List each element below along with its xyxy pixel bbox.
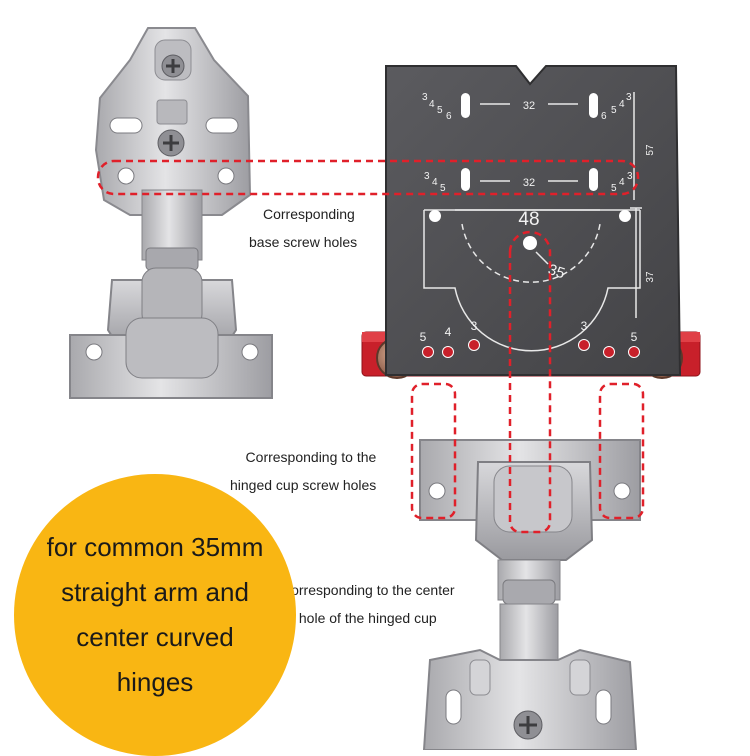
callout-center-line-2: hole of the hinged cup xyxy=(298,610,437,626)
cup-screw-hole-left xyxy=(428,482,446,500)
jig-scale-top-left-0: 3 xyxy=(422,92,428,103)
jig-scale-top-right-0: 6 xyxy=(601,111,607,122)
jig-hole-label-left-2: 3 xyxy=(471,319,478,333)
callout-cup-line-1: Corresponding to the xyxy=(245,449,377,465)
jig-hole-label-left-0: 5 xyxy=(420,330,427,344)
base-screw-hole-left xyxy=(117,167,135,185)
callout-center-line-1: Corresponding to the center xyxy=(281,582,455,598)
jig-scale-middle-right-2: 3 xyxy=(627,171,633,182)
jig-scale-top-left-3: 6 xyxy=(446,111,452,122)
badge-line-4: hinges xyxy=(116,667,194,697)
jig-hole-label-right-1: 5 xyxy=(631,330,638,344)
cup-hole-left-guide xyxy=(410,382,457,520)
jig-hole-label-left-1: 4 xyxy=(445,325,452,339)
callout-base-line-1: Corresponding xyxy=(263,206,355,222)
center-hole-guide xyxy=(508,230,552,534)
hinge-bottom-right xyxy=(419,439,641,750)
jig-middle-spacing-label: 32 xyxy=(523,177,535,189)
compatibility-badge: for common 35mm straight arm and center … xyxy=(14,474,296,756)
callout-cup-line-2: hinged cup screw holes xyxy=(230,477,377,493)
jig-plate xyxy=(385,65,682,376)
jig-scale-middle-left-0: 3 xyxy=(424,171,430,182)
hinge-top-left xyxy=(69,27,273,399)
jig-scale-top-left-2: 5 xyxy=(437,105,443,116)
drilling-jig: 32 32 48 35 57 37 3 4 5 6 6 5 4 3 3 4 5 … xyxy=(361,65,701,379)
jig-scale-middle-left-1: 4 xyxy=(432,177,438,188)
jig-scale-middle-right-0: 5 xyxy=(611,183,617,194)
jig-scale-middle-right-1: 4 xyxy=(619,177,625,188)
jig-scale-top-right-2: 4 xyxy=(619,99,625,110)
callout-base-line-2: base screw holes xyxy=(249,234,358,250)
badge-line-1: for common 35mm xyxy=(46,532,264,562)
cup-hole-right-guide xyxy=(598,382,645,520)
jig-scale-middle-left-2: 5 xyxy=(440,183,446,194)
jig-scale-top-right-3: 3 xyxy=(626,92,632,103)
base-screw-hole-right xyxy=(217,167,235,185)
cup-screw-hole-right xyxy=(613,482,631,500)
jig-center-hole xyxy=(523,236,537,250)
jig-depth-top-label: 57 xyxy=(645,144,656,156)
badge-line-3: center curved xyxy=(76,622,234,652)
jig-depth-bottom-label: 37 xyxy=(645,271,656,283)
badge-line-2: straight arm and xyxy=(61,577,249,607)
base-holes-guide xyxy=(96,159,640,196)
callout-cup-center-hole: Corresponding to the center hole of the … xyxy=(281,576,455,632)
jig-hole-label-right-0: 3 xyxy=(581,319,588,333)
callout-cup-screw-holes: Corresponding to the hinged cup screw ho… xyxy=(230,443,376,499)
jig-top-spacing-label: 32 xyxy=(523,100,535,112)
callout-base-screw-holes: Corresponding base screw holes xyxy=(249,200,357,256)
jig-scale-top-left-1: 4 xyxy=(429,99,435,110)
jig-cup-diameter-label: 48 xyxy=(518,209,539,230)
jig-scale-top-right-1: 5 xyxy=(611,105,617,116)
